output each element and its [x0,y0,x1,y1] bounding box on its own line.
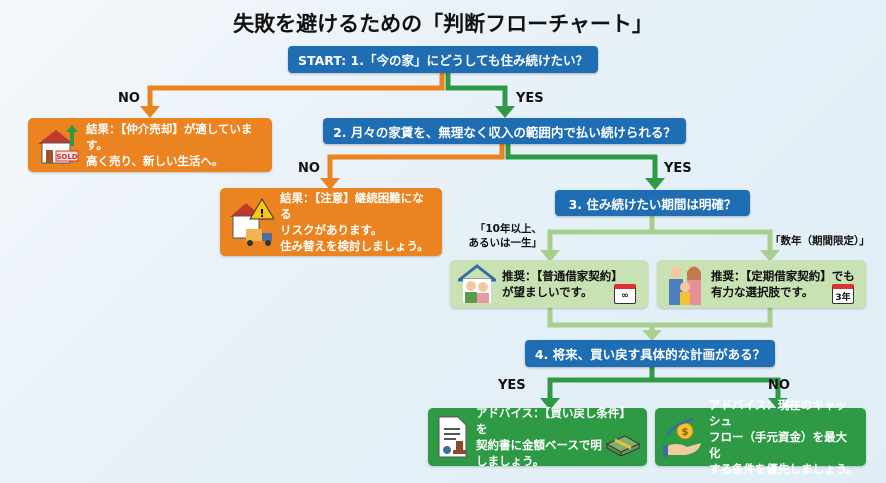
label-period-short: 「数年（期間限定）」 [770,235,870,247]
result-caution: ! 結果：【注意】継続困難になるリスクがあります。住み替えを検討しましょう。 [220,188,442,256]
adv1-line: しましょう。 [476,454,545,469]
arrow-yes1 [495,106,515,118]
arrow-no1 [140,106,160,118]
elderly-couple-house-icon [458,264,496,304]
q2-yes-line [505,143,658,180]
result1-line: 結果：【仲介売却】が適しています。 [86,121,253,152]
arrow-short [760,250,780,262]
arrow-yes2 [645,178,665,190]
result2-line: 結果：【注意】継続困難になる [280,190,424,221]
label-yes-1: YES [516,91,544,106]
q1-yes-line [445,73,508,108]
advice-cashflow: $ アドバイス：現在のキャッシュフロー（手元資金）を最大化する条件を優先しましょ… [655,398,866,476]
calendar-3-years-icon: 3年 [832,284,854,304]
recommend-fixed-lease: 推奨：【定期借家契約】でも有力な選択肢です。 3年 [657,260,866,308]
arrow-no4 [768,398,788,410]
question-4: 4. 将来、買い戻す具体的な計画がある？ [525,340,775,367]
svg-text:!: ! [259,207,264,220]
hand-coin-growth-icon: $ [663,415,703,459]
adv2-line: フロー（手元資金）を最大化 [709,429,847,461]
house-sold-icon: SOLD [36,124,80,166]
label-yes-4: YES [498,378,526,393]
result-sell: SOLD 結果：【仲介売却】が適しています。高く売り、新しい生活へ。 [28,118,272,172]
cash-stack-icon [605,432,641,460]
question-1: START: 1.「今の家」にどうしても住み続けたい？ [288,46,598,73]
question-2: 2. 月々の家賃を、無理なく収入の範囲内で払い続けられる？ [323,118,686,144]
adv1-line: 契約書に金額ベースで明 [476,438,602,452]
rec1-line: が望ましいです。 [502,285,593,299]
label-no-1: NO [118,91,140,106]
label-no-4: NO [768,378,790,393]
rec2-line: 有力な選択肢です。 [711,285,814,299]
q4-split-line [547,377,781,400]
adv2-line: する条件を優先しましょう。 [709,462,858,477]
rec2-line: 推奨：【定期借家契約】でも [711,268,855,283]
advice-buyback: アドバイス：【買い戻し条件】を契約書に金額ベースで明しましょう。 [428,405,647,469]
adv1-line: アドバイス：【買い戻し条件】を [476,405,631,436]
calendar-infinity-icon: ∞ [614,284,636,304]
result2-line: リスクがあります。 [280,223,383,237]
recommend-normal-lease: 推奨：【普通借家契約】が望ましいです。 ∞ [450,260,648,308]
q2-no-line [327,143,505,180]
adv2-line: アドバイス：現在のキャッシュ [709,397,847,428]
svg-text:SOLD: SOLD [56,153,77,161]
arrow-no2 [320,178,340,190]
arrow-yes4 [540,398,560,410]
arrow-q4 [642,330,662,341]
house-warning-truck-icon: ! [228,197,274,247]
merge-line [547,308,773,328]
label-no-2: NO [298,161,320,176]
question-3: 3. 住み続けたい期間は明確？ [555,190,750,216]
result2-line: 住み替えを検討しましょう。 [280,239,429,254]
label-yes-2: YES [664,161,692,176]
page-title: 失敗を避けるための「判断フローチャート」 [233,12,653,36]
rec1-line: 推奨：【普通借家契約】 [502,268,623,283]
label-period-long: 「10年以上、あるいは一生」 [468,223,543,250]
q1-no-line [147,73,445,108]
arrow-long [540,250,560,262]
family-icon [665,263,705,305]
result1-line: 高く売り、新しい生活へ。 [86,154,224,169]
contract-stamp-icon [436,415,470,459]
svg-text:$: $ [682,427,689,438]
q3-branch-line [547,229,773,252]
